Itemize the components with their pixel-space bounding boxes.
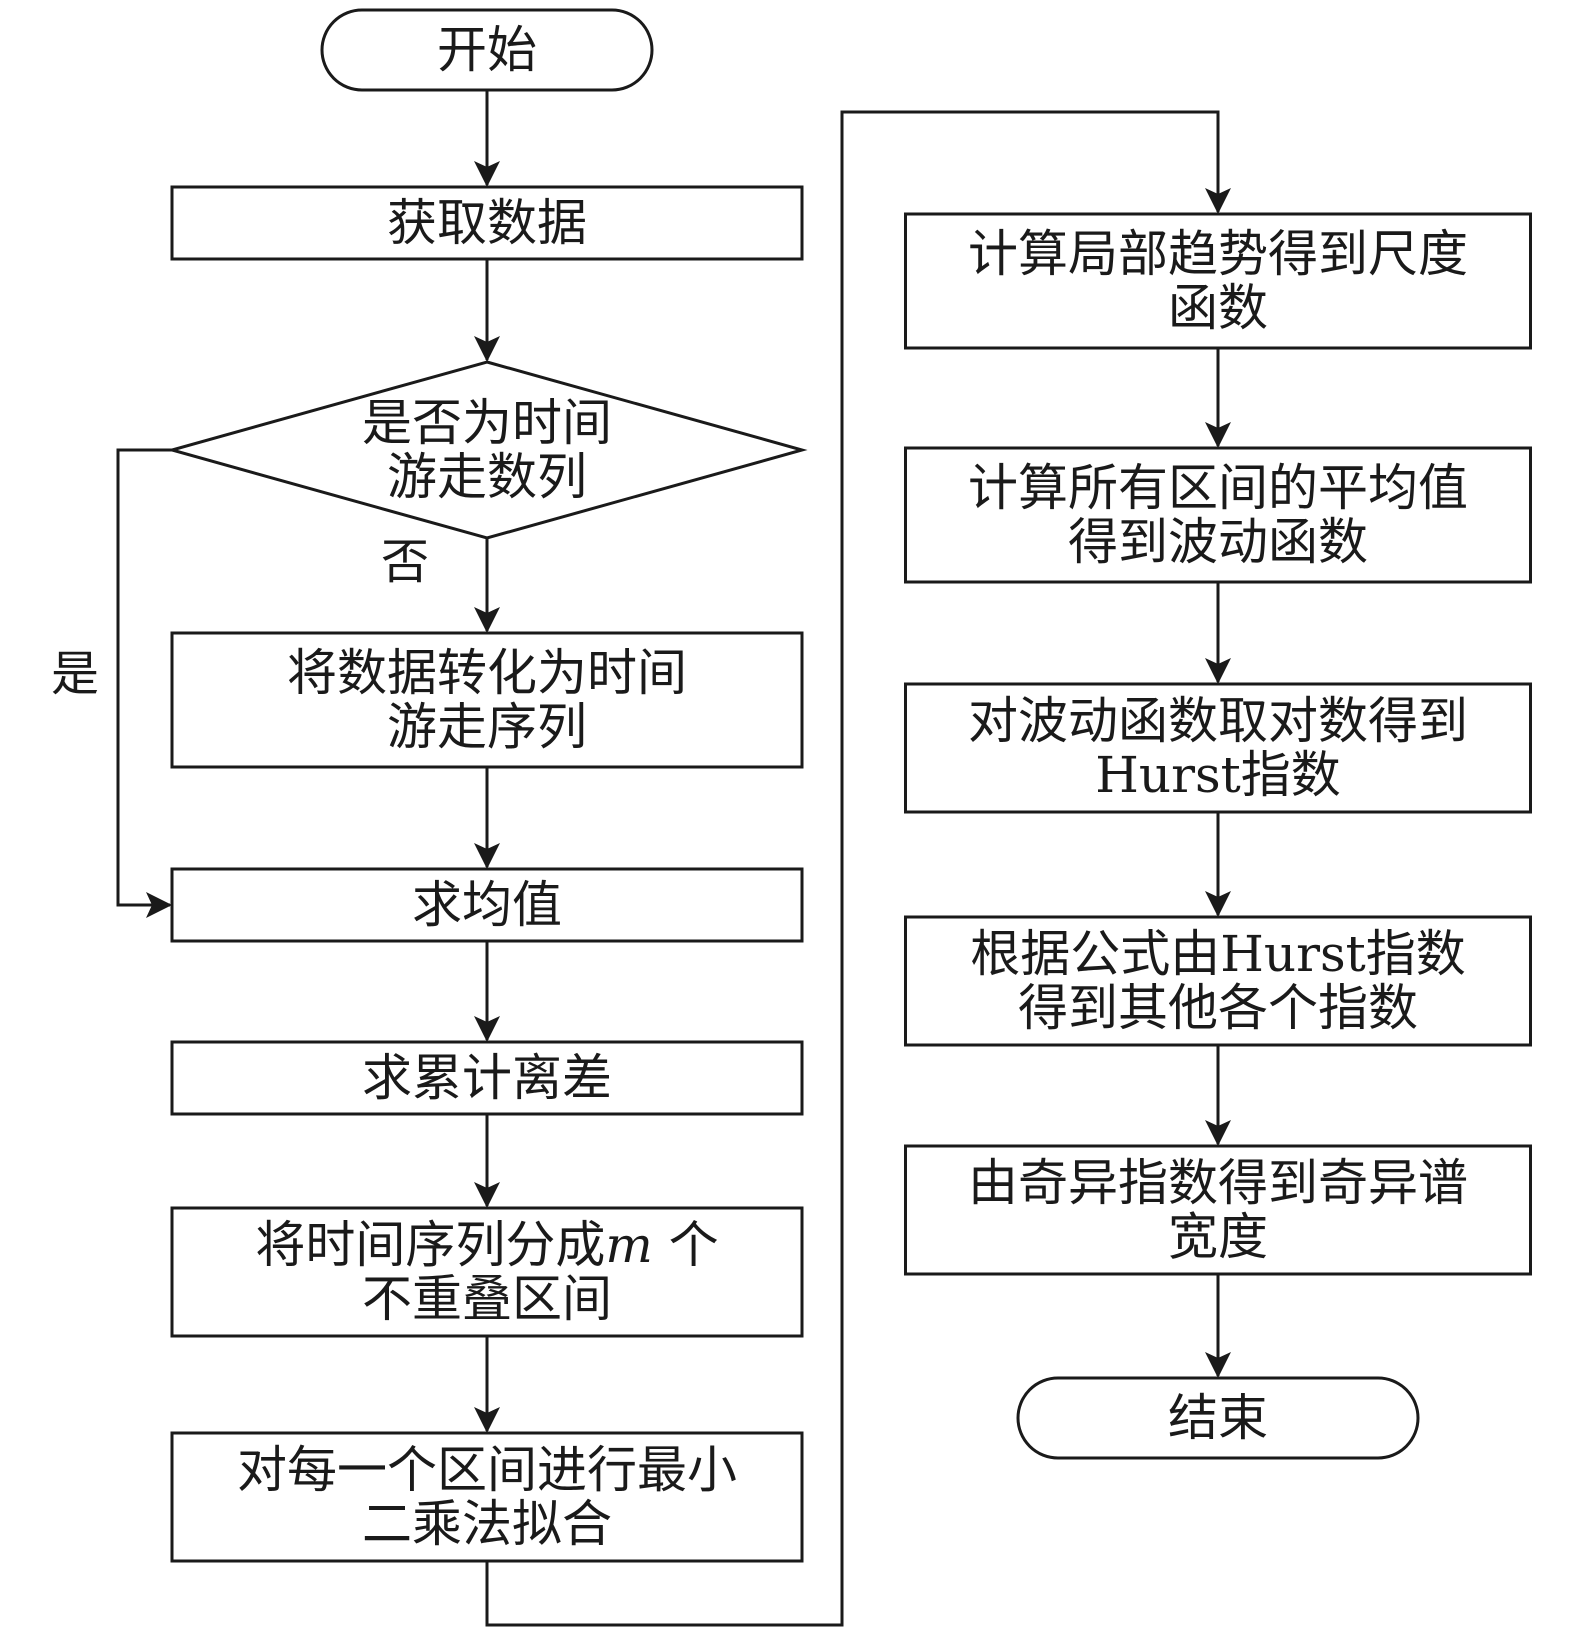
edge-lsq-fit-to-local-trend — [485, 110, 1231, 1627]
node-cum-dev: 求累计离差 — [170, 1040, 804, 1116]
node-text-line: 计算所有区间的平均值 — [968, 459, 1468, 517]
node-text-line: 开始 — [437, 21, 537, 79]
process-shape — [904, 446, 1532, 584]
node-text-line: 游走数列 — [387, 448, 587, 506]
process-shape — [170, 867, 804, 943]
process-shape — [904, 682, 1532, 814]
node-text-line: 二乘法拟合 — [362, 1495, 612, 1553]
node-text-line: 求均值 — [412, 876, 562, 934]
node-text-line: 宽度 — [1168, 1208, 1268, 1266]
node-text-line: 计算局部趋势得到尺度 — [968, 225, 1468, 283]
process-shape — [904, 915, 1532, 1047]
terminal-shape — [1016, 1376, 1420, 1460]
node-text-line: 得到波动函数 — [1068, 513, 1368, 571]
node-text-line: 对波动函数取对数得到 — [968, 692, 1468, 750]
process-shape — [170, 1431, 804, 1563]
node-text-line: 对每一个区间进行最小 — [237, 1441, 737, 1499]
node-text-line: 结束 — [1168, 1389, 1268, 1447]
edge-label-no: 否 — [381, 534, 429, 590]
edge-is-random-walk-to-mean — [116, 448, 172, 918]
node-get-data: 获取数据 — [170, 185, 804, 261]
node-text-line: 求累计离差 — [362, 1049, 612, 1107]
terminal-shape — [320, 8, 654, 92]
node-text-line: 根据公式由Hurst指数 — [970, 925, 1465, 983]
node-text-line: 将数据转化为时间 — [287, 644, 687, 702]
node-start: 开始 — [320, 8, 654, 92]
node-text-line: 是否为时间 — [362, 394, 612, 452]
node-mean: 求均值 — [170, 867, 804, 943]
process-shape — [170, 631, 804, 769]
process-shape — [170, 1206, 804, 1338]
edge-label-yes: 是 — [51, 646, 99, 702]
node-text-line: 游走序列 — [387, 698, 587, 756]
process-shape — [904, 212, 1532, 350]
process-shape — [170, 1040, 804, 1116]
node-end: 结束 — [1016, 1376, 1420, 1460]
decision-shape — [166, 360, 808, 540]
node-text-line: 获取数据 — [387, 194, 587, 252]
node-text-line: 由奇异指数得到奇异谱 — [968, 1154, 1468, 1212]
process-shape — [904, 1144, 1532, 1276]
node-text-line: 函数 — [1168, 279, 1268, 337]
node-text-line: 得到其他各个指数 — [1018, 979, 1418, 1037]
node-text-line: 不重叠区间 — [362, 1270, 612, 1328]
node-text-line: 将时间序列分成m 个 — [255, 1216, 718, 1274]
process-shape — [170, 185, 804, 261]
node-text-line: Hurst指数 — [1095, 746, 1340, 804]
